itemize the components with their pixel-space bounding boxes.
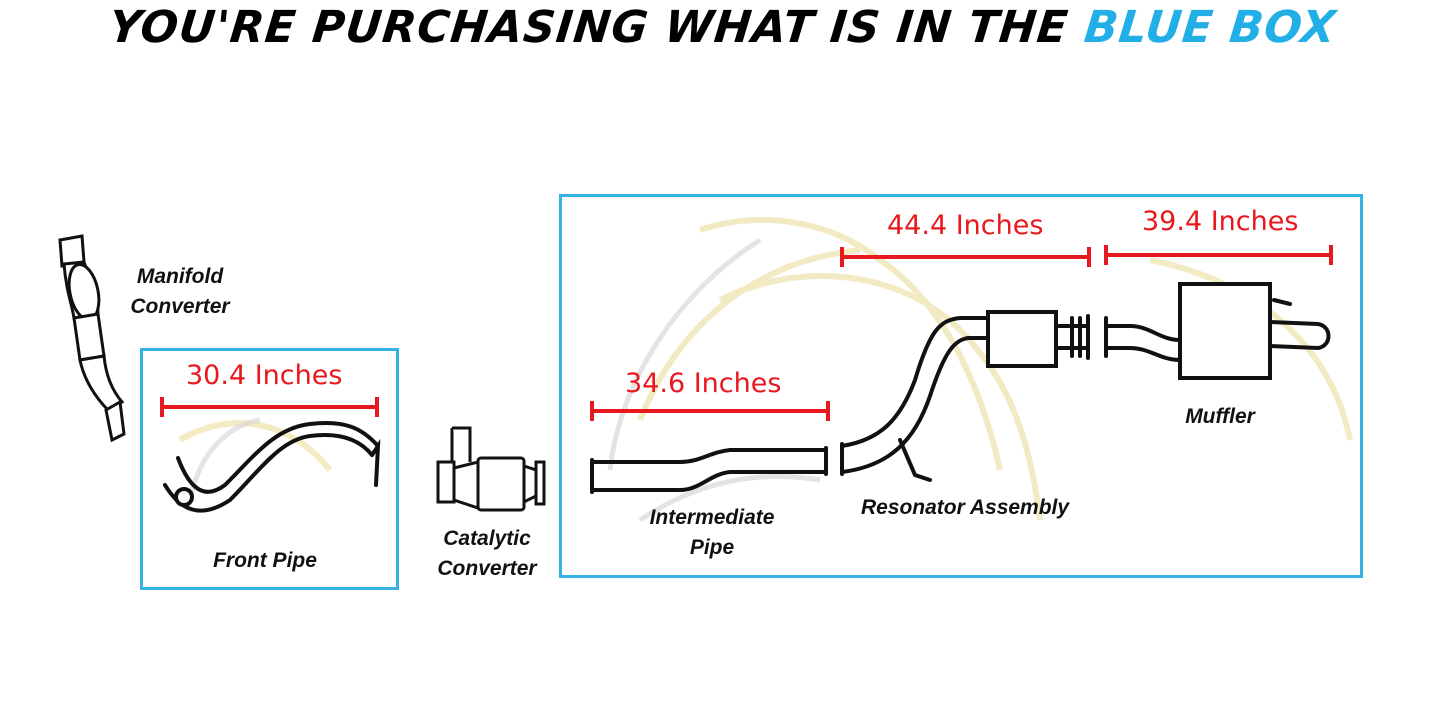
resonator-dimension-label: 44.4 Inches — [887, 210, 1044, 241]
intermediate-pipe-icon — [590, 446, 828, 494]
resonator-assembly-icon — [840, 310, 1090, 482]
muffler-dimension-line — [1104, 245, 1333, 265]
muffler-dimension-label: 39.4 Inches — [1142, 206, 1299, 237]
catalytic-converter-icon — [436, 426, 546, 512]
watermark-horse-icon — [178, 217, 1353, 521]
muffler-label: Muffler — [1185, 405, 1255, 428]
intermediate-pipe-dimension-line — [590, 401, 830, 421]
resonator-assembly-label: Resonator Assembly — [860, 496, 1070, 519]
intermediate-pipe-label: Intermediate Pipe — [649, 506, 775, 559]
main-blue-box — [559, 194, 1363, 578]
front-pipe-blue-box — [140, 348, 399, 590]
front-pipe-dimension-label: 30.4 Inches — [186, 360, 343, 391]
front-pipe-label: Front Pipe — [213, 549, 317, 572]
muffler-icon — [1104, 282, 1331, 380]
catalytic-converter-label: Catalytic Converter — [437, 527, 537, 580]
manifold-converter-label: Manifold Converter — [130, 265, 230, 318]
resonator-dimension-line — [840, 247, 1091, 267]
manifold-converter-icon — [58, 234, 126, 443]
dimension-lines — [160, 245, 1333, 421]
front-pipe-icon — [163, 421, 381, 513]
intermediate-pipe-dimension-label: 34.6 Inches — [625, 368, 782, 399]
front-pipe-dimension-line — [160, 397, 379, 417]
